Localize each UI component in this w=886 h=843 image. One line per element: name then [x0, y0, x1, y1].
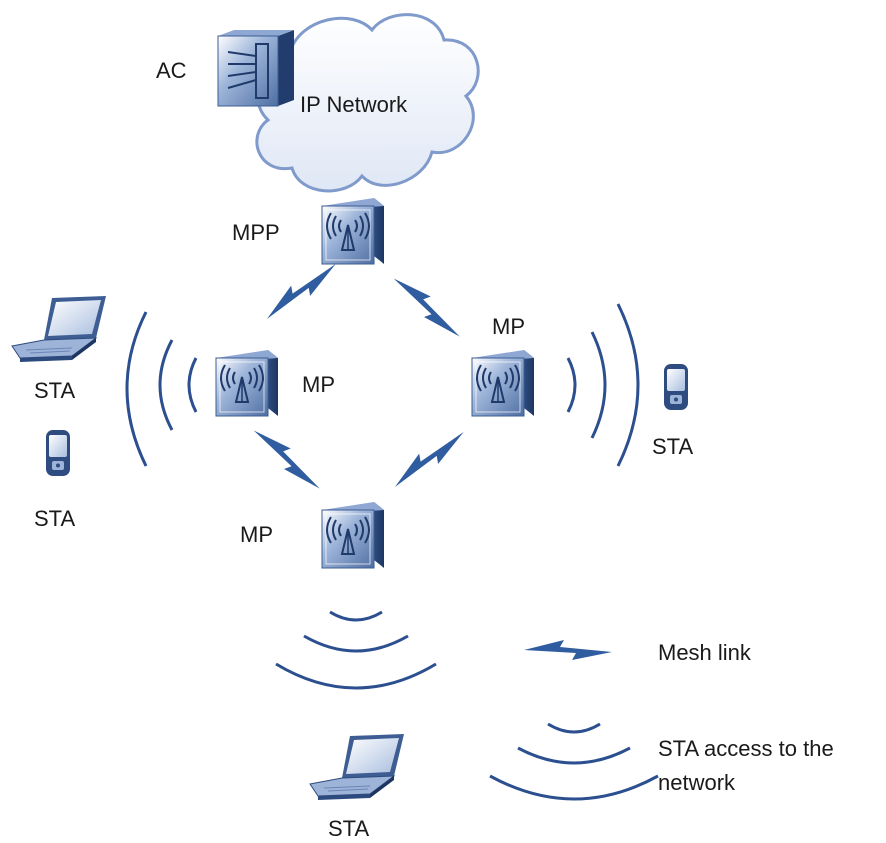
phone-icon — [664, 364, 688, 410]
mesh-link-mpp-mp-right — [387, 270, 468, 343]
ip-network-cloud — [255, 13, 480, 193]
ip-network-label: IP Network — [300, 92, 408, 117]
mp-left-access-point-icon — [215, 349, 279, 417]
signal-wave-icon — [125, 311, 198, 467]
laptop-icon — [11, 295, 107, 363]
laptop-icon — [309, 733, 405, 801]
legend-sta-access-label-line1: STA access to the — [658, 736, 834, 761]
legend-mesh-link-icon — [524, 640, 612, 660]
legend-sta-access-label-line2: network — [658, 770, 736, 795]
sta-phone-right-label: STA — [652, 434, 693, 459]
mp-right-access-point-icon — [471, 349, 535, 417]
mp-bottom-label: MP — [240, 522, 273, 547]
mesh-link-mpp-mp-left — [260, 254, 341, 327]
mpp-access-point-icon — [321, 197, 385, 265]
mp-left-label: MP — [302, 372, 335, 397]
signal-wave-icon — [275, 610, 437, 690]
mp-bottom-access-point-icon — [321, 501, 385, 569]
mpp-label: MPP — [232, 220, 280, 245]
sta-laptop-left-label: STA — [34, 378, 75, 403]
mp-right-label: MP — [492, 314, 525, 339]
cloud-icon — [255, 13, 480, 193]
access-controller-icon — [217, 30, 294, 107]
sta-laptop-bottom-label: STA — [328, 816, 369, 841]
phone-icon — [46, 430, 70, 476]
legend-mesh-link-label: Mesh link — [658, 640, 752, 665]
signal-wave-icon — [566, 303, 640, 467]
sta-phone-left-label: STA — [34, 506, 75, 531]
mesh-link-mp-right-mp-bottom — [388, 422, 469, 495]
mesh-link-mp-left-mp-bottom — [247, 422, 328, 495]
ac-label: AC — [156, 58, 187, 83]
legend-wave-icon — [489, 722, 659, 801]
